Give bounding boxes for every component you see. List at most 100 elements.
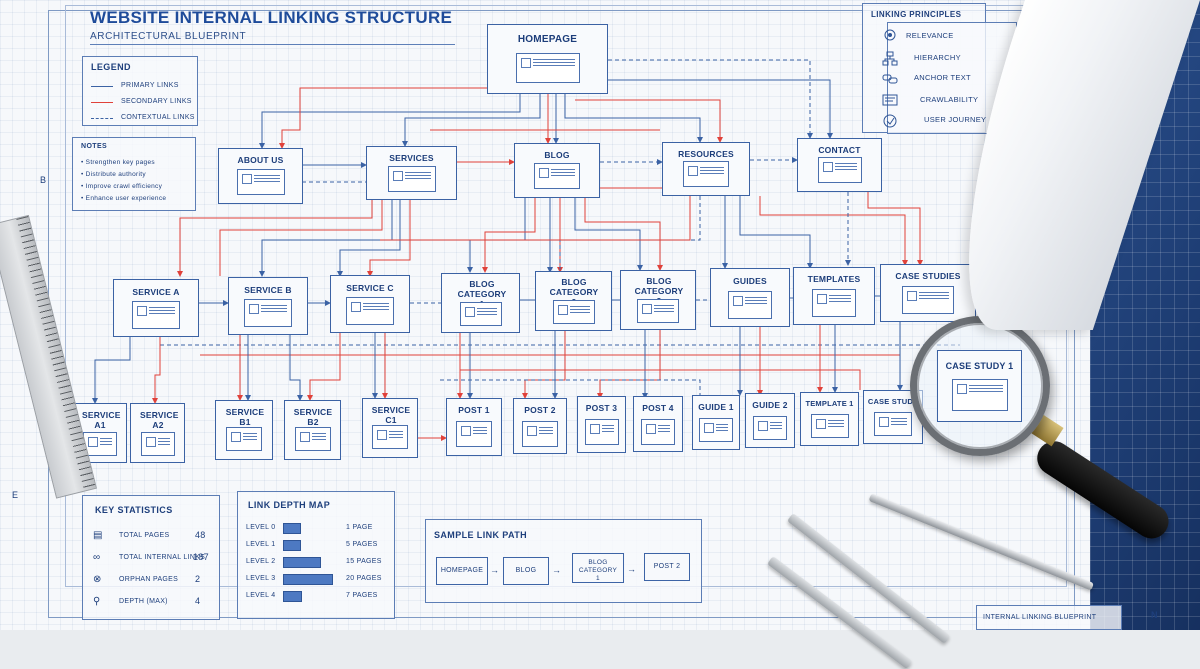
page-icon xyxy=(951,379,1008,411)
node-blog-category-1[interactable]: BLOG CATEGORY 1 xyxy=(441,273,520,333)
node-case-studies[interactable]: CASE STUDIES xyxy=(880,264,976,322)
node-resources[interactable]: RESOURCES xyxy=(662,142,750,196)
node-blog[interactable]: BLOG xyxy=(514,143,600,198)
arrow-right-icon: → xyxy=(552,565,562,575)
page-icon xyxy=(387,166,436,192)
crawl-icon xyxy=(882,94,898,106)
page-icon xyxy=(132,301,180,329)
principle-label: USER JOURNEY xyxy=(924,115,987,124)
principle-label: ANCHOR TEXT xyxy=(914,73,971,82)
sample-path-title: SAMPLE LINK PATH xyxy=(434,530,528,540)
node-post-1[interactable]: POST 1 xyxy=(446,398,502,456)
node-service-c[interactable]: SERVICE C xyxy=(330,275,410,333)
node-templates[interactable]: TEMPLATES xyxy=(793,267,875,325)
node-post-3[interactable]: POST 3 xyxy=(577,396,626,453)
page-icon xyxy=(552,300,595,324)
node-post-4[interactable]: POST 4 xyxy=(633,396,683,452)
page-icon xyxy=(244,299,292,327)
legend-swatch-secondary xyxy=(91,102,113,103)
legend-title: LEGEND xyxy=(91,62,131,72)
node-homepage[interactable]: HOMEPAGE xyxy=(487,24,608,94)
node-blog-category-3[interactable]: BLOG CATEGORY 3 xyxy=(620,270,696,330)
node-service-b2[interactable]: SERVICE B2 xyxy=(284,400,341,460)
orphan-icon: ⊗ xyxy=(93,574,102,585)
node-label: HOMEPAGE xyxy=(517,34,578,45)
stat-label: DEPTH (MAX) xyxy=(119,598,168,605)
page-icon xyxy=(641,419,675,445)
legend-panel: LEGEND PRIMARY LINKS SECONDARY LINKS CON… xyxy=(82,56,198,126)
note-item: • Strengthen key pages xyxy=(81,159,155,166)
depth-bar xyxy=(283,540,301,551)
node-guides[interactable]: GUIDES xyxy=(710,268,790,327)
node-label: SERVICE C xyxy=(346,283,394,293)
node-label: SERVICE C1 xyxy=(371,405,411,425)
legend-swatch-primary xyxy=(91,86,113,87)
stat-value: 2 xyxy=(195,574,201,584)
page-subtitle: ARCHITECTURAL BLUEPRINT xyxy=(90,31,247,42)
node-label: CASE STUDIES xyxy=(895,271,961,281)
page-icon xyxy=(515,53,580,83)
principle-label: RELEVANCE xyxy=(906,31,954,40)
page-icon xyxy=(294,427,331,451)
node-service-c1[interactable]: SERVICE C1 xyxy=(362,398,418,458)
node-label: POST 4 xyxy=(642,403,674,413)
depth-bar xyxy=(283,557,321,568)
footer-title-block: INTERNAL LINKING BLUEPRINT xyxy=(976,605,1122,630)
node-label: BLOG xyxy=(544,150,570,160)
stat-value: 4 xyxy=(195,596,201,606)
depth-page-count: 7 PAGES xyxy=(346,592,378,599)
stat-value: 187 xyxy=(193,552,209,562)
node-contact[interactable]: CONTACT xyxy=(797,138,882,192)
node-label: GUIDES xyxy=(733,276,767,286)
node-label: SERVICE B1 xyxy=(225,407,265,427)
page-icon xyxy=(637,299,679,323)
page-icon xyxy=(728,291,772,319)
node-template-1[interactable]: TEMPLATE 1 xyxy=(800,392,859,446)
node-label: SERVICE B xyxy=(244,285,292,295)
page-icon xyxy=(753,416,787,440)
node-services[interactable]: SERVICES xyxy=(366,146,457,200)
node-label: GUIDE 2 xyxy=(752,400,788,410)
path-step: BLOG CATEGORY 1 xyxy=(572,553,624,583)
node-service-b1[interactable]: SERVICE B1 xyxy=(215,400,273,460)
node-label: CASE STUDY 1 xyxy=(945,361,1014,371)
node-service-b[interactable]: SERVICE B xyxy=(228,277,308,335)
node-label: SERVICE A xyxy=(132,287,180,297)
page-icon xyxy=(140,432,175,456)
page-icon xyxy=(902,286,954,314)
depth-page-count: 20 PAGES xyxy=(346,575,382,582)
page-icon xyxy=(346,297,394,325)
arrow-right-icon: → xyxy=(490,565,500,575)
compass-north: N xyxy=(1151,610,1158,620)
node-label: POST 1 xyxy=(458,405,490,415)
node-guide-2[interactable]: GUIDE 2 xyxy=(745,393,795,448)
page-icon xyxy=(874,412,912,436)
depth-page-count: 5 PAGES xyxy=(346,541,378,548)
node-about-us[interactable]: ABOUT US xyxy=(218,148,303,204)
depth-level-label: LEVEL 2 xyxy=(246,558,276,565)
node-post-2[interactable]: POST 2 xyxy=(513,398,567,454)
node-case-study-1[interactable]: CASE STUDY 1 xyxy=(937,350,1022,422)
margin-mark-e: E xyxy=(12,490,19,500)
node-service-a1[interactable]: SERVICE A1 xyxy=(72,403,127,463)
node-service-a2[interactable]: SERVICE A2 xyxy=(130,403,185,463)
node-label: CONTACT xyxy=(818,145,861,155)
page-icon xyxy=(82,432,117,456)
principles-title: LINKING PRINCIPLES xyxy=(871,10,962,19)
notes-title: NOTES xyxy=(81,143,108,150)
path-step: BLOG xyxy=(503,557,549,585)
depth-level-label: LEVEL 4 xyxy=(246,592,276,599)
node-label: TEMPLATES xyxy=(807,274,861,284)
depth-bar xyxy=(283,574,333,585)
depth-bar xyxy=(283,523,301,534)
node-label: ABOUT US xyxy=(237,155,284,165)
margin-mark-b: B xyxy=(40,175,47,185)
page-icon xyxy=(683,161,729,187)
node-label: GUIDE 1 xyxy=(698,402,734,412)
title-underline xyxy=(90,44,455,45)
node-service-a[interactable]: SERVICE A xyxy=(113,279,199,337)
node-label: TEMPLATE 1 xyxy=(805,399,854,408)
node-blog-category-2[interactable]: BLOG CATEGORY 2 xyxy=(535,271,612,331)
node-label: CASE STUDY xyxy=(867,397,919,406)
node-guide-1[interactable]: GUIDE 1 xyxy=(692,395,740,450)
